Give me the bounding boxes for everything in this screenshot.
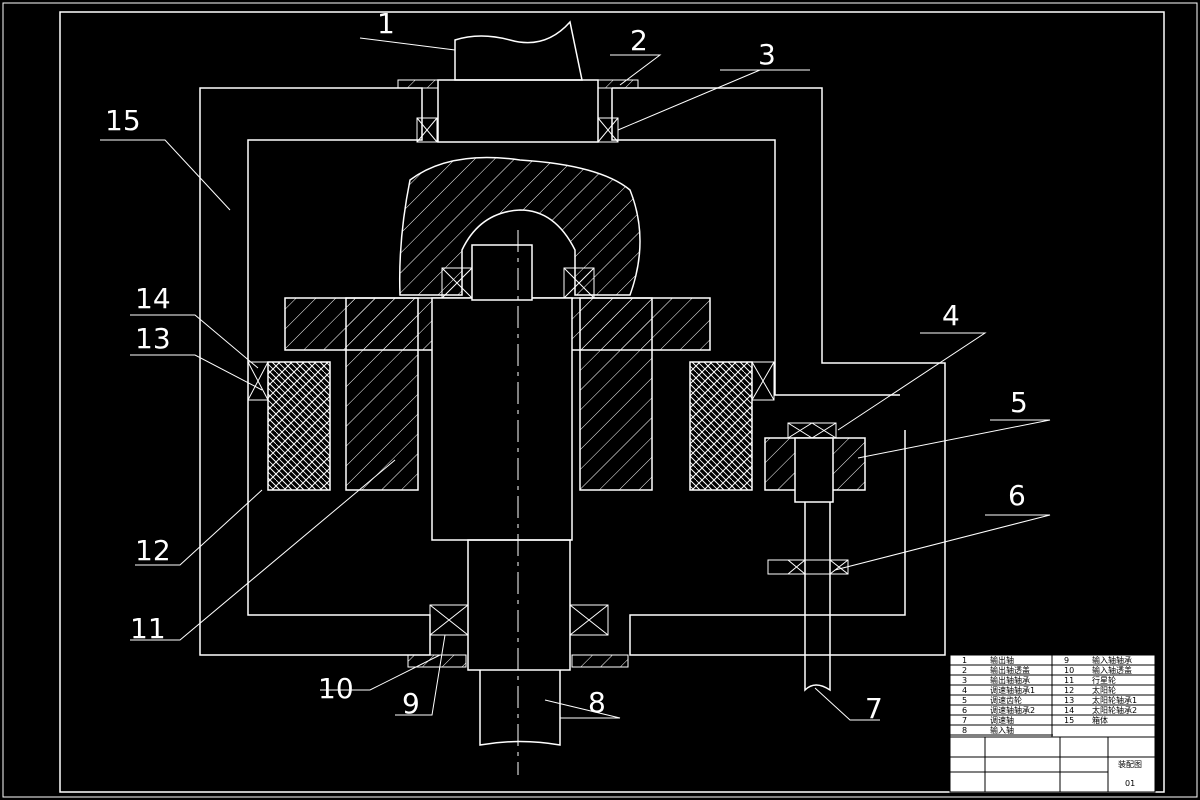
planet-gear-block-left (345, 297, 419, 491)
parts-row-name: 输出轴轴承 (990, 675, 1030, 685)
callout-12: 12 (135, 534, 171, 567)
control-bearing-1 (787, 422, 837, 439)
parts-row-name: 输出轴透盖 (990, 665, 1030, 675)
control-bearing-2 (767, 559, 849, 575)
input-bearing-right (569, 604, 609, 636)
inner-border (59, 11, 1165, 793)
title-block-title: 装配图 (1118, 759, 1142, 769)
output-cover-right (597, 79, 639, 89)
parts-row-number: 15 (1064, 716, 1074, 725)
output-cover-left (397, 79, 439, 89)
input-cover-right (571, 654, 629, 668)
parts-row-number: 5 (962, 696, 967, 705)
callout-14: 14 (135, 282, 171, 315)
callout-11: 11 (130, 612, 166, 645)
control-hub (794, 437, 834, 503)
control-shaft (804, 502, 831, 692)
parts-row-number: 12 (1064, 686, 1074, 695)
planet-gear-block-right (579, 297, 653, 491)
parts-row-number: 1 (962, 656, 967, 665)
parts-list: 1 输出轴 2 输出轴透盖 3 输出轴轴承 4 调速轴轴承1 5 调速齿轮 6 调速轴轴承2 7 调速轴 8… (949, 654, 1156, 738)
parts-row-name: 输入轴透盖 (1092, 665, 1132, 675)
parts-row-name: 调速轴 (990, 715, 1014, 725)
housing-right (611, 87, 946, 656)
output-shaft-body (437, 79, 599, 143)
parts-row-name: 太阳轮 (1092, 685, 1116, 695)
callout-15: 15 (105, 104, 141, 137)
planet-carrier (398, 156, 641, 296)
parts-row-number: 2 (962, 666, 967, 675)
leader-lines (100, 37, 1051, 721)
sun-gear-left (267, 361, 331, 491)
input-shaft-end (479, 670, 561, 746)
parts-row-name: 输入轴 (990, 725, 1014, 735)
parts-row-name: 太阳轮轴承2 (1092, 705, 1137, 715)
parts-row-number: 4 (962, 686, 967, 695)
input-bearing-left (429, 604, 469, 636)
parts-row-name: 箱体 (1092, 715, 1108, 725)
parts-row-name: 调速齿轮 (990, 695, 1022, 705)
parts-row-name: 太阳轮轴承1 (1092, 695, 1137, 705)
parts-row-number: 10 (1064, 666, 1074, 675)
callout-10: 10 (318, 672, 354, 705)
parts-row-number: 11 (1064, 676, 1074, 685)
parts-row-number: 6 (962, 706, 967, 715)
parts-row-number: 7 (962, 716, 967, 725)
parts-row-number: 8 (962, 726, 967, 735)
callout-7: 7 (865, 692, 883, 725)
parts-row-name: 调速轴轴承2 (990, 705, 1035, 715)
parts-row-number: 14 (1064, 706, 1074, 715)
parts-row-number: 13 (1064, 696, 1074, 705)
callout-8: 8 (588, 686, 606, 719)
sun-bearing-right (751, 361, 775, 401)
callout-2: 2 (630, 24, 648, 57)
callout-13: 13 (135, 322, 171, 355)
parts-row-name: 行星轮 (1092, 675, 1116, 685)
callout-1: 1 (377, 7, 395, 40)
central-shaft-top (471, 244, 533, 301)
parts-row-name: 输入轴轴承 (1092, 655, 1132, 665)
input-shaft (467, 539, 571, 671)
sun-bearing-left (247, 361, 269, 401)
callout-9: 9 (402, 687, 420, 720)
parts-row-number: 9 (1064, 656, 1069, 665)
sun-gear-right (689, 361, 753, 491)
output-bearing-left (416, 117, 438, 143)
callout-6: 6 (1008, 479, 1026, 512)
title-block-sheet: 01 (1125, 779, 1135, 788)
title-block: 装配图 01 (949, 736, 1156, 793)
callout-3: 3 (758, 38, 776, 71)
parts-row-name: 输出轴 (990, 655, 1014, 665)
parts-row-name: 调速轴轴承1 (990, 685, 1035, 695)
output-shaft (454, 20, 583, 81)
housing-outline (199, 87, 431, 656)
callout-5: 5 (1010, 386, 1028, 419)
parts-row-number: 3 (962, 676, 967, 685)
callout-4: 4 (942, 299, 960, 332)
central-shaft (431, 297, 573, 541)
